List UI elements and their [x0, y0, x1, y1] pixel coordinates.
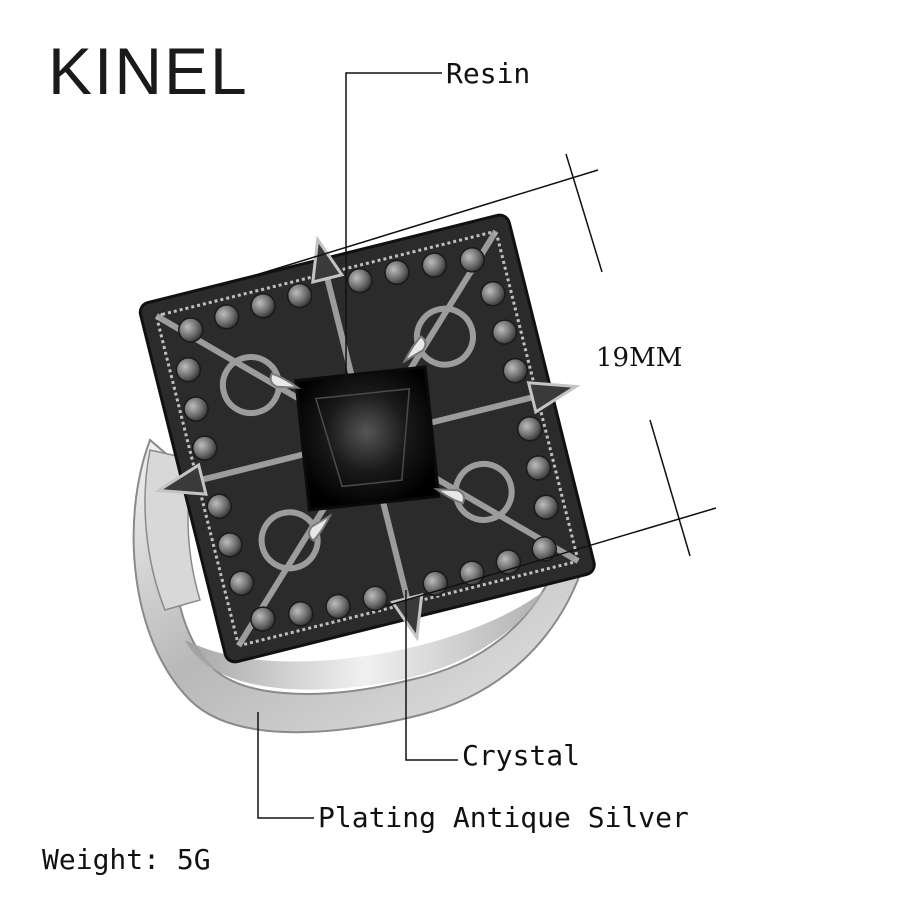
- label-plating: Plating Antique Silver: [318, 801, 689, 834]
- label-resin: Resin: [446, 57, 531, 90]
- marcasite-stones: [175, 247, 559, 632]
- label-weight: Weight: 5G: [42, 843, 211, 876]
- ring-head: [138, 213, 596, 664]
- dimension-lines: [219, 153, 717, 607]
- center-stone: [269, 335, 465, 542]
- brand-logo: KINEL: [48, 34, 249, 108]
- label-dimension: 19MM: [596, 343, 683, 373]
- leader-lines: [257, 72, 458, 819]
- label-crystal: Crystal: [462, 739, 581, 772]
